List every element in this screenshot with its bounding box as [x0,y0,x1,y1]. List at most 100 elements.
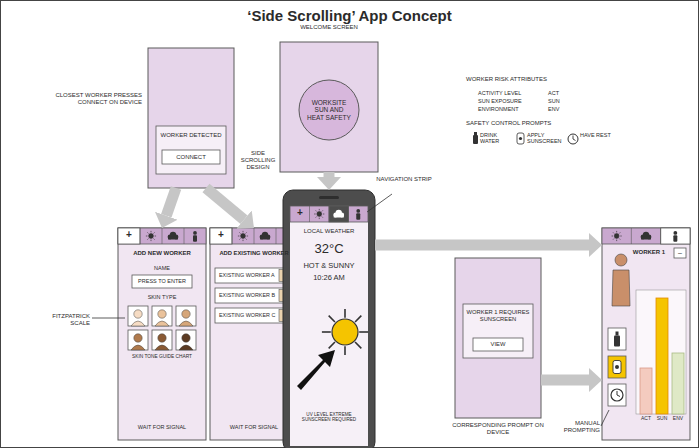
text-slot: LOCAL WEATHER [290,228,368,235]
connect-button-fill [162,150,220,164]
worker-button-fill [215,268,293,283]
text-slot: 32°C [290,242,368,257]
callout-label: WORKER RISK ATTRIBUTES [466,76,596,83]
text-slot: SUN EXPOSURE [478,98,544,104]
worker-screen-fill [602,228,690,440]
text-slot: HOT & SUNNY [290,262,368,271]
callout-label: SIDE SCROLLING DESIGN [237,150,279,171]
node-text: ENV [670,416,686,422]
worker-button: EXISTING WORKER B [215,288,293,303]
worker-button: EXISTING WORKER C [215,308,293,323]
text-slot: ACT [548,90,578,96]
device-panel-fill [148,48,234,188]
minus-button-fill [674,248,686,258]
node-text: HOT & SUNNY [290,262,368,271]
worker-screen: – WORKER 1 ACTSUNENV [602,228,690,440]
phone: + LOCAL WEATHER 32°C HOT & SUNNY 10:26 AM UV … [283,190,375,448]
node-text: WORKER 1 [628,249,670,256]
text-slot: CLOSEST WORKER PRESSES CONNECT ON DEVICE [38,92,142,106]
text-slot: ENV [670,416,686,422]
device-panel: CONNECT WORKER DETECTED [148,48,234,188]
node-text: NAME [118,265,206,271]
text-slot: WORKER 1 REQUIRES SUNSCREEN [465,309,531,322]
callout-label: FITZPATRICK SCALE [40,313,90,327]
title-badge: WORKSITE SUN AND HEAT SAFETY [299,80,359,140]
node-text: + [291,207,309,219]
callout-label: SUN [548,98,578,104]
callout-label: CLOSEST WORKER PRESSES CONNECT ON DEVICE [38,92,142,106]
callout-label: ACT [548,90,578,96]
node-text: UV LEVEL EXTREME SUNSCREEN REQUIRED [294,412,364,423]
flow-arrow [541,375,589,386]
node-text: WELCOME SCREEN [280,24,378,31]
text-slot: ADD EXISTING WORKER [210,250,298,257]
screen-fills [118,42,690,448]
node-text: ADD NEW WORKER [118,250,206,257]
node-text: 10:26 AM [290,274,368,283]
text-slot: + [291,207,309,219]
text-slot: SKIN TYPE [118,294,206,300]
text-slot: CORRESPONDING PROMPT ON DEVICE [452,422,544,436]
node-text: 32°C [290,242,368,257]
node-text: SKIN TYPE [118,294,206,300]
node-text: WAIT FOR SIGNAL [210,424,298,430]
node-text: CONNECT [176,154,206,161]
welcome-screen-fill [280,42,378,172]
leader-lines [92,194,609,426]
callout-label: ENV [548,106,578,112]
node-text: WORKSITE SUN AND HEAT SAFETY [306,99,352,121]
node-text: – [678,249,682,257]
worker-button-fill [215,288,293,303]
node-text: LOCAL WEATHER [290,228,368,235]
text-slot: ENVIRONMENT [478,106,544,112]
text-slot: SUN [654,416,670,422]
node-text: WORKER 1 REQUIRES SUNSCREEN [465,309,531,322]
text-slot: + [211,229,231,241]
node-text: ACT [638,416,654,422]
device-panel-fill [455,258,541,418]
flow-arrow [375,240,589,251]
node-text: EXISTING WORKER A [219,272,275,278]
text-slot: NAME [118,265,206,271]
text-slot: APPLY SUNSCREEN [527,132,567,145]
text-slot: MANUAL PROMPTING [546,420,600,434]
text-slot: WORKER DETECTED [156,132,226,139]
text-slot: SIDE SCROLLING DESIGN [237,150,279,171]
text-slot: ‘Side Scrolling’ App Concept [0,7,699,24]
legend-text: DRINK WATER [480,132,514,145]
node-text: WORKER DETECTED [156,132,226,139]
node-text: SUN [654,416,670,422]
node-text: EXISTING WORKER B [219,292,275,298]
minus-button: – [674,248,686,258]
callout-label: NAVIGATION STRIP [376,176,432,183]
text-slot: WORKER RISK ATTRIBUTES [466,76,596,83]
node-text: PRESS TO ENTER [138,278,186,284]
enter-button: PRESS TO ENTER [132,275,192,288]
connect-button: CONNECT [162,150,220,164]
legend-icons [473,132,578,144]
enter-button-fill [132,275,192,288]
worker-button: EXISTING WORKER A [215,268,293,283]
callout-label: MANUAL PROMPTING [546,420,600,434]
app-screen: EXISTING WORKER A EXISTING WORKER B EXISTI… [210,228,298,440]
callout-label: ACTIVITY LEVEL [478,90,544,96]
callout-label: ENVIRONMENT [478,106,544,112]
text-slot: WAIT FOR SIGNAL [210,424,298,430]
view-button-fill [473,338,523,351]
text-slot: WELCOME SCREEN [280,24,378,31]
welcome-screen: WORKSITE SUN AND HEAT SAFETY WELCOME SCRE… [280,22,378,172]
text-slot: 10:26 AM [290,274,368,283]
legend-text: HAVE REST [580,132,614,138]
phone-fill [283,190,375,448]
text-slot: ACTIVITY LEVEL [478,90,544,96]
text-slot: DRINK WATER [480,132,514,145]
text-slot: HAVE REST [580,132,614,138]
node-text: EXISTING WORKER C [219,312,275,318]
text-slot: SKIN TONE GUIDE CHART [118,354,206,360]
node-text: VIEW [491,341,506,348]
text-slot: ENV [548,106,578,112]
node-text: SKIN TONE GUIDE CHART [118,354,206,360]
worker-button-fill [215,308,293,323]
